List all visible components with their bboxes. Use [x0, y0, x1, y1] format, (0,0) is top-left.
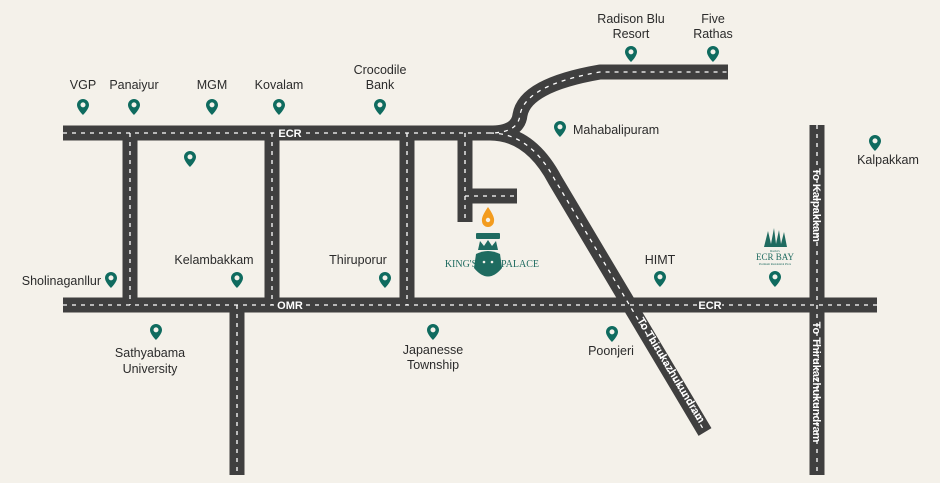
place-unnamed[interactable] [184, 151, 196, 167]
svg-text:Poonjeri: Poonjeri [588, 344, 634, 358]
place-vgp[interactable]: VGP [70, 78, 96, 115]
map-pin-icon [707, 46, 719, 62]
svg-text:KING'S: KING'S [445, 259, 477, 270]
map-pin-icon [77, 99, 89, 115]
map-pin-icon [769, 271, 781, 287]
place-sholinganallur[interactable]: Sholinaganllur [22, 272, 117, 288]
svg-text:PALACE: PALACE [501, 259, 539, 270]
svg-text:Mahabalipuram: Mahabalipuram [573, 123, 659, 137]
place-poonjeri[interactable]: Poonjeri [588, 326, 634, 358]
svg-text:Sathyabama: Sathyabama [115, 346, 185, 360]
map-pin-icon [150, 324, 162, 340]
map-pin-icon [184, 151, 196, 167]
svg-text:Sholinaganllur: Sholinaganllur [22, 274, 101, 288]
svg-text:Ruthi's: Ruthi's [770, 249, 780, 253]
lion-crest-icon: RATHI'S [474, 233, 502, 277]
place-mahabalipuram[interactable]: Mahabalipuram [554, 121, 659, 137]
roads [63, 64, 877, 475]
map-pin-icon [374, 99, 386, 115]
place-thiruporur[interactable]: Thiruporur [329, 253, 391, 288]
kings-palace-logo[interactable]: RATHI'S KING'S PALACE [445, 207, 539, 277]
map-pin-icon [273, 99, 285, 115]
road-label-to-kalpakkam: To Kalpakkam [810, 168, 822, 242]
svg-text:MGM: MGM [197, 78, 228, 92]
svg-text:HIMT: HIMT [645, 253, 676, 267]
svg-text:ECR BAY: ECR BAY [756, 252, 794, 262]
place-mgm[interactable]: MGM [197, 78, 228, 115]
place-himt[interactable]: HIMT [645, 253, 676, 287]
svg-text:Bank: Bank [366, 78, 395, 92]
shell-icon [764, 228, 787, 247]
svg-text:RATHI'S: RATHI'S [480, 234, 497, 239]
map-pin-icon [554, 121, 566, 137]
place-ecr-bay-pin[interactable] [769, 271, 781, 287]
svg-text:VGP: VGP [70, 78, 96, 92]
ecr-bay-logo[interactable]: Ruthi's ECR BAY Premium Residential Plot… [756, 228, 794, 266]
svg-text:Crocodile: Crocodile [354, 63, 407, 77]
location-drop-icon [481, 207, 495, 227]
map-pin-icon [105, 272, 117, 288]
svg-text:Kovalam: Kovalam [255, 78, 304, 92]
map-pin-icon [379, 272, 391, 288]
road-label-to-thirukazhukundram-vertical: To Thirukazhukundram [810, 322, 822, 443]
map-pin-icon [427, 324, 439, 340]
svg-text:Township: Township [407, 358, 459, 372]
place-kovalam[interactable]: Kovalam [255, 78, 304, 115]
place-kelambakkam[interactable]: Kelambakkam [174, 253, 254, 288]
map-pin-icon [606, 326, 618, 342]
svg-text:Premium Residential Plots: Premium Residential Plots [759, 262, 792, 266]
svg-text:Resort: Resort [613, 27, 650, 41]
road-label-ecr-bottom: ECR [698, 300, 721, 312]
place-panaiyur[interactable]: Panaiyur [109, 78, 159, 115]
map-pin-icon [231, 272, 243, 288]
svg-text:Rathas: Rathas [693, 27, 733, 41]
road-label-to-thirukazhukundram-diagonal: To Thirukazhukundram [634, 316, 707, 426]
map-pin-icon [654, 271, 666, 287]
road-label-ecr: ECR [278, 128, 301, 140]
road-label-omr: OMR [277, 300, 303, 312]
svg-text:Kelambakkam: Kelambakkam [174, 253, 253, 267]
svg-text:Kalpakkam: Kalpakkam [857, 153, 919, 167]
svg-text:University: University [123, 362, 179, 376]
svg-text:Panaiyur: Panaiyur [109, 78, 158, 92]
map-pin-icon [869, 135, 881, 151]
place-kalpakkam[interactable]: Kalpakkam [857, 135, 919, 167]
svg-text:Japanesse: Japanesse [403, 343, 464, 357]
map-pin-icon [206, 99, 218, 115]
svg-text:Radison Blu: Radison Blu [597, 12, 664, 26]
svg-text:Five: Five [701, 12, 725, 26]
map-pin-icon [128, 99, 140, 115]
svg-text:Thiruporur: Thiruporur [329, 253, 387, 267]
map-pin-icon [625, 46, 637, 62]
